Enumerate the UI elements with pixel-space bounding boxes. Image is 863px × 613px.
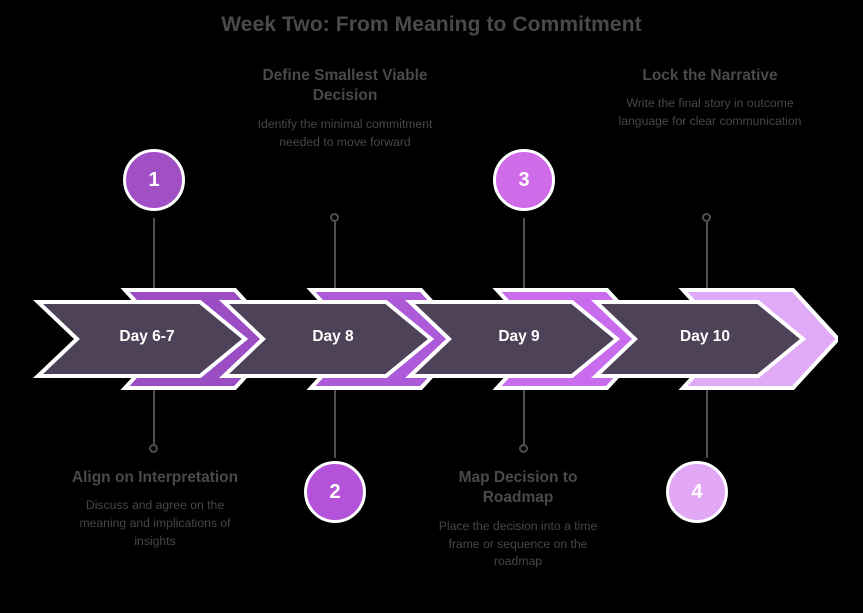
connector-step-4-upper (706, 218, 708, 296)
connector-step-4-lower (706, 390, 708, 458)
step-label-1-desc: Discuss and agree on the meaning and imp… (79, 498, 231, 548)
step-label-3: Map Decision to Roadmap Place the decisi… (428, 468, 608, 571)
segment-3-label: Day 9 (498, 328, 540, 345)
segment-4-label: Day 10 (680, 328, 730, 345)
timeline-band: Day 6-7 Day 8 Day 9 Day 10 (0, 280, 863, 398)
step-label-2: Define Smallest Viable Decision Identify… (245, 66, 445, 151)
connector-dot-step-2 (330, 213, 339, 222)
segment-1-label: Day 6-7 (119, 328, 175, 345)
step-circle-3-number: 3 (518, 168, 530, 191)
timeline-segment-4[interactable]: Day 10 (588, 280, 838, 398)
step-label-1-title: Align on Interpretation (71, 469, 239, 486)
step-label-2-desc: Identify the minimal commitment needed t… (257, 116, 433, 149)
step-label-4: Lock the Narrative Write the final story… (612, 66, 808, 131)
step-circle-1-number: 1 (148, 168, 160, 191)
segment-3-body (404, 300, 621, 378)
step-label-4-desc: Write the final story in outcome languag… (618, 96, 802, 129)
step-circle-2-number: 2 (329, 480, 341, 503)
connector-step-1-upper (153, 218, 155, 296)
step-circle-4-number: 4 (691, 480, 703, 503)
segment-2-body (218, 300, 435, 378)
step-circle-2[interactable]: 2 (304, 461, 366, 523)
step-label-4-title: Lock the Narrative (642, 67, 778, 84)
connector-step-1-lower (153, 390, 155, 450)
step-label-3-title: Map Decision to Roadmap (458, 469, 578, 507)
connector-step-2-upper (334, 218, 336, 296)
connector-step-3-upper (523, 218, 525, 296)
connector-dot-step-3 (519, 444, 528, 453)
step-circle-3[interactable]: 3 (493, 149, 555, 211)
segment-1-body (32, 300, 249, 378)
step-label-2-title: Define Smallest Viable Decision (262, 67, 428, 105)
segment-4-body (590, 300, 807, 378)
step-label-1: Align on Interpretation Discuss and agre… (64, 468, 246, 551)
segment-2-label: Day 8 (312, 328, 354, 345)
step-circle-1[interactable]: 1 (123, 149, 185, 211)
step-label-3-desc: Place the decision into a time frame or … (438, 518, 598, 569)
page-title: Week Two: From Meaning to Commitment (221, 13, 642, 36)
connector-dot-step-4 (702, 213, 711, 222)
connector-step-2-lower (334, 390, 336, 458)
connector-step-3-lower (523, 390, 525, 450)
connector-dot-step-1 (149, 444, 158, 453)
step-circle-4[interactable]: 4 (666, 461, 728, 523)
